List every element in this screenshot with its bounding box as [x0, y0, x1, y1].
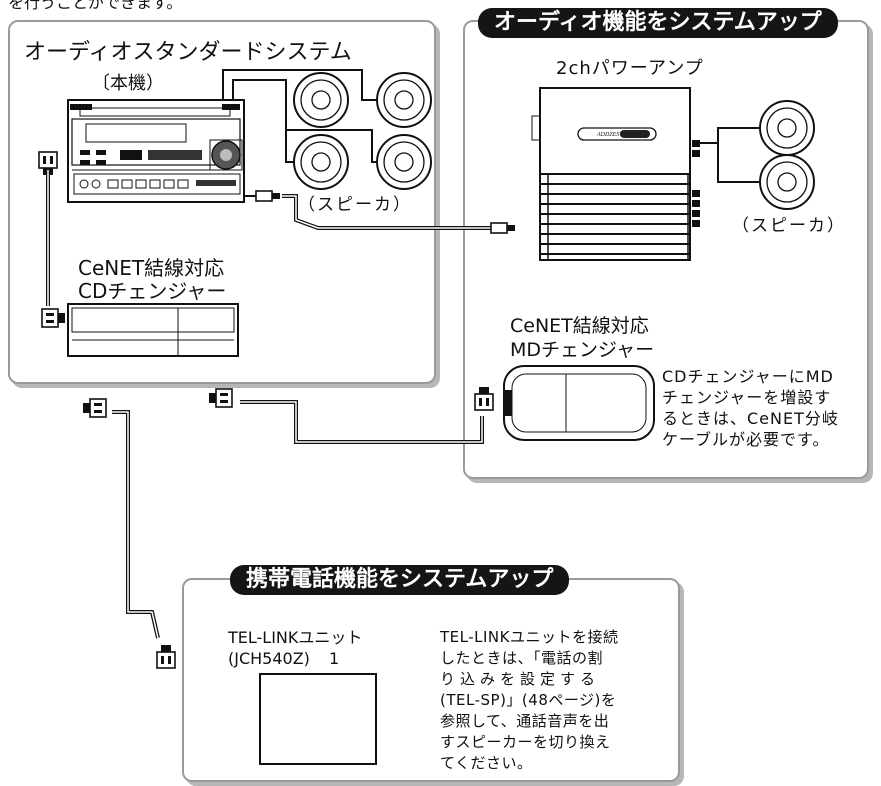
standard-system-title: オーディオスタンダードシステム [24, 40, 352, 65]
tel-link-cable [82, 398, 176, 669]
md-note-line: CDチェンジャーにMD [662, 367, 834, 386]
amp-label: 2chパワーアンプ [556, 58, 704, 79]
tel-link-label-line2: (JCH540Z) 1 [228, 648, 339, 669]
amp-speakers [759, 100, 815, 210]
head-unit-speaker-label: （スピーカ） [298, 195, 412, 215]
md-changer-label-line1: CeNET結線対応 [510, 315, 649, 337]
head-unit-label: 〔本機） [92, 73, 164, 94]
amp-speaker-label: （スピーカ） [732, 216, 846, 236]
tel-link-model: (JCH540Z) [228, 649, 310, 668]
tel-note-line: り込みを設定する [440, 670, 601, 688]
cd-changer-label-line1: CeNET結線対応 [78, 256, 225, 280]
cd-changer [67, 303, 239, 357]
md-changer-cable [208, 386, 494, 444]
md-changer-label-line2: MDチェンジャー [510, 339, 655, 361]
md-note-line: チェンジャーを増設す [662, 388, 832, 407]
md-changer-note: CDチェンジャーにMD チェンジャーを増設す るときは、CeNET分岐 ケーブル… [662, 366, 862, 450]
rca-cable [245, 190, 516, 234]
tel-link-note: TEL-LINKユニットを接続 したときは、「電話の割 り込みを設定する (TE… [440, 627, 670, 774]
tel-link-count: 1 [329, 649, 340, 668]
amp-brand-text: ADDZEST [596, 132, 623, 138]
tel-note-line: (TEL-SP)」(48ページ)を [440, 691, 617, 709]
power-amplifier [531, 87, 700, 261]
audio-upgrade-title: オーディオ機能をシステムアップ [478, 8, 838, 38]
cd-changer-label-line2: CDチェンジャー [78, 279, 227, 303]
md-changer [503, 365, 655, 441]
tel-link-unit [259, 673, 377, 765]
top-text-fragment: を行うことができます。 [8, 0, 183, 12]
md-note-line: るときは、CeNET分岐 [662, 409, 839, 428]
tel-link-label-line1: TEL-LINKユニット [228, 628, 363, 647]
tel-note-line: TEL-LINKユニットを接続 [440, 628, 619, 646]
cd-changer-cable [38, 151, 66, 328]
tel-note-line: したときは、「電話の割 [440, 649, 604, 667]
speaker-wires [222, 69, 377, 163]
md-note-line: ケーブルが必要です。 [662, 430, 830, 449]
tel-note-line: 参照して、通話音声を出 [440, 712, 610, 730]
amp-speaker-wires [700, 127, 760, 183]
head-unit [67, 99, 245, 203]
phone-upgrade-title: 携帯電話機能をシステムアップ [230, 565, 570, 595]
tel-note-line: てください。 [440, 754, 533, 772]
tel-note-line: すスピーカーを切り換え [440, 733, 611, 751]
